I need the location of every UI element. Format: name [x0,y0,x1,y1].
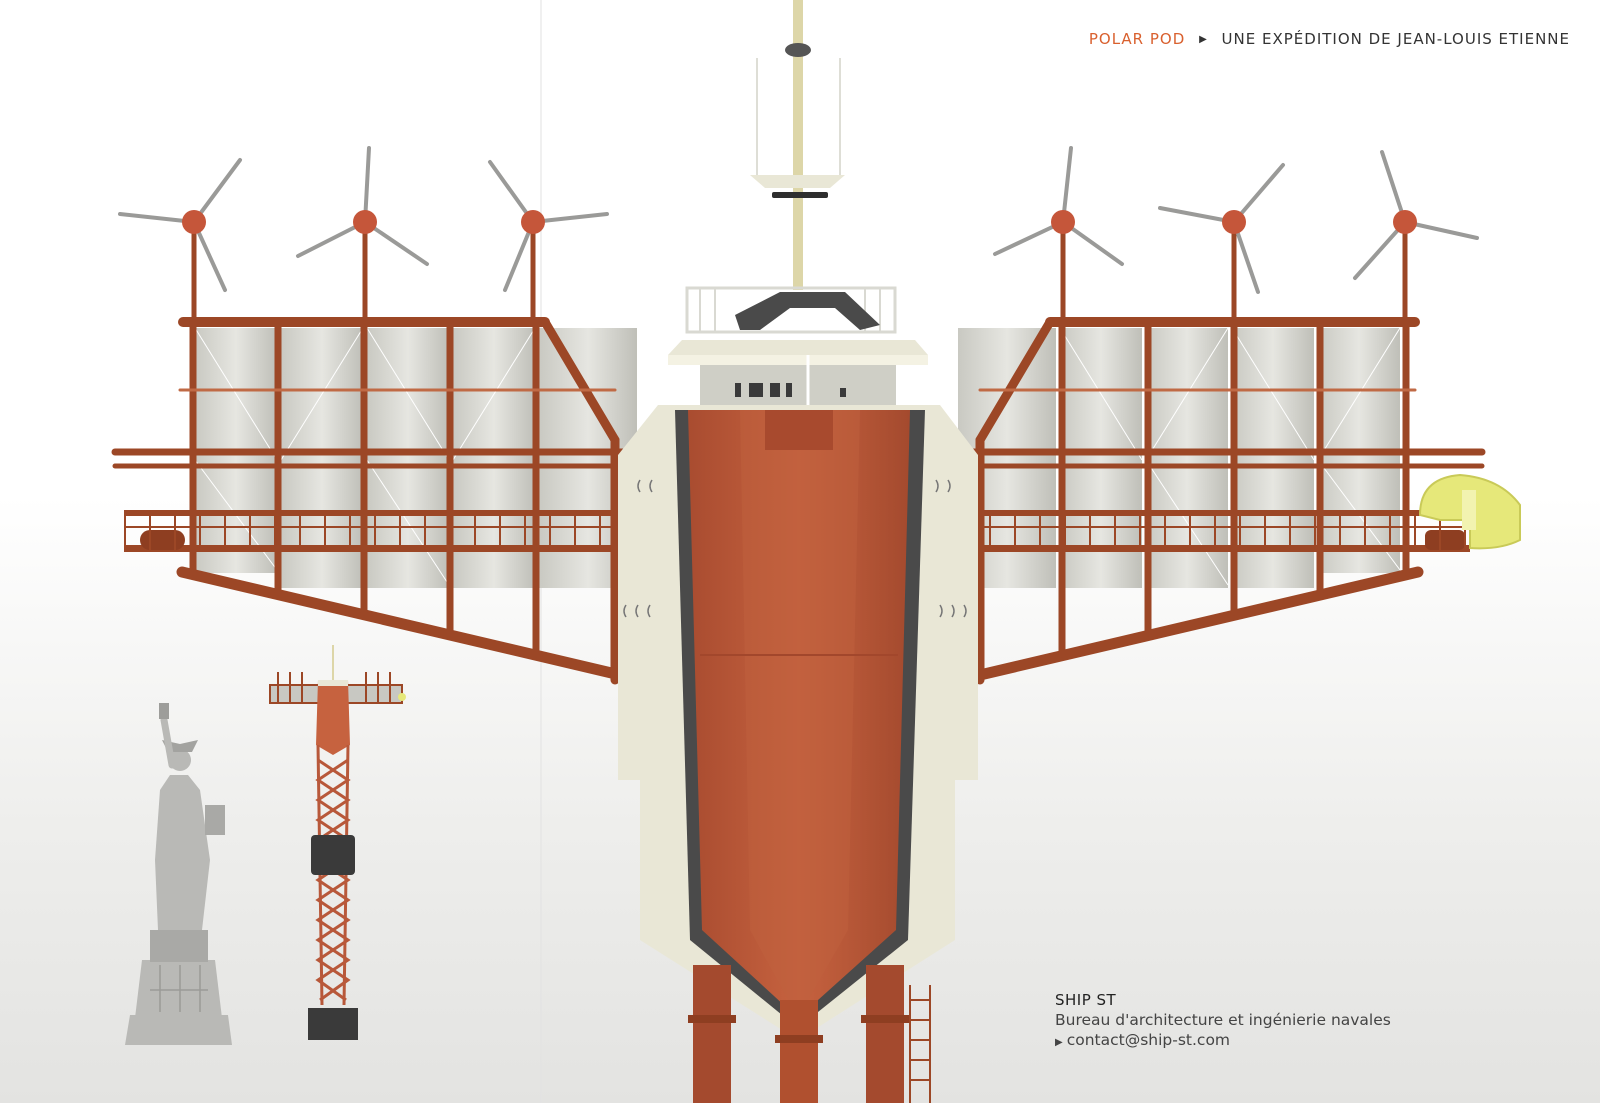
bridge [668,286,928,405]
triangle-right-icon: ▶ [1055,1037,1063,1048]
mast [750,0,845,290]
left-walkway [124,510,635,552]
turbine-4 [993,146,1124,322]
rescue-capsule [1418,473,1521,550]
triangle-right-icon: ▶ [1199,34,1208,45]
wind-turbines [118,146,1479,322]
statue-of-liberty [125,703,232,1045]
ladder [909,985,931,1103]
hull [618,405,978,1040]
right-walkway [965,510,1470,552]
contact-email-link[interactable]: contact@ship-st.com [1066,1031,1231,1049]
turbine-2 [296,146,429,322]
company-name: SHIP ST [1055,991,1117,1009]
turbine-1 [118,158,242,322]
turbine-5 [1158,163,1285,322]
header: POLAR POD ▶ UNE EXPÉDITION DE JEAN-LOUIS… [1089,30,1570,48]
spar-legs [688,965,931,1103]
brand-title: POLAR POD [1088,30,1186,48]
contact-line[interactable]: ▶contact@ship-st.com [1055,1030,1391,1053]
small-polar-pod [269,645,406,1040]
company-info: SHIP ST Bureau d'architecture et ingénie… [1055,990,1391,1053]
header-tagline: UNE EXPÉDITION DE JEAN-LOUIS ETIENNE [1221,30,1570,48]
turbine-3 [488,160,609,322]
company-description: Bureau d'architecture et ingénierie nava… [1055,1011,1391,1029]
turbine-6 [1353,150,1479,322]
